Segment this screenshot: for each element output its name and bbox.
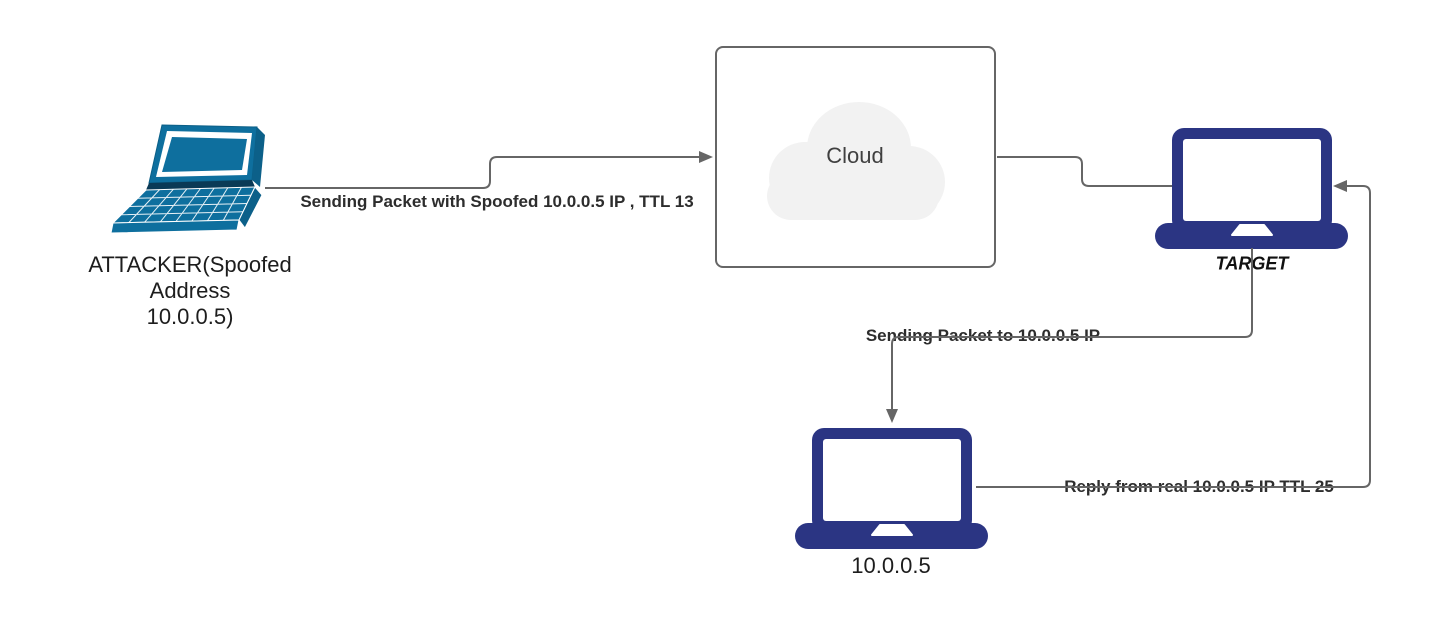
real-host-laptop-icon (795, 428, 988, 549)
arrowhead-into-cloud (699, 151, 713, 163)
edge-label-spoofed-packet: Sending Packet with Spoofed 10.0.0.5 IP … (300, 192, 694, 211)
target-label: TARGET (1215, 253, 1289, 274)
edge-label-reply-real: Reply from real 10.0.0.5 IP TTL 25 (1064, 477, 1334, 496)
cloud-icon (767, 102, 945, 220)
edge-attacker-to-cloud (265, 156, 699, 189)
attacker-label-line3: 10.0.0.5) (146, 304, 234, 329)
edge-cloud-to-target (997, 156, 1172, 187)
attacker-label-line1: ATTACKER(Spoofed (88, 252, 292, 277)
target-laptop-icon (1155, 128, 1348, 249)
attacker-laptop-icon (110, 124, 265, 234)
cloud-label: Cloud (826, 143, 884, 168)
arrowhead-into-host (886, 409, 898, 423)
attacker-label-line2: Address (149, 278, 231, 303)
real-host-label: 10.0.0.5 (851, 553, 931, 578)
attacker-label: ATTACKER(Spoofed Address 10.0.0.5) (60, 252, 320, 330)
edge-label-send-to-host: Sending Packet to 10.0.0.5 IP (865, 326, 1101, 345)
